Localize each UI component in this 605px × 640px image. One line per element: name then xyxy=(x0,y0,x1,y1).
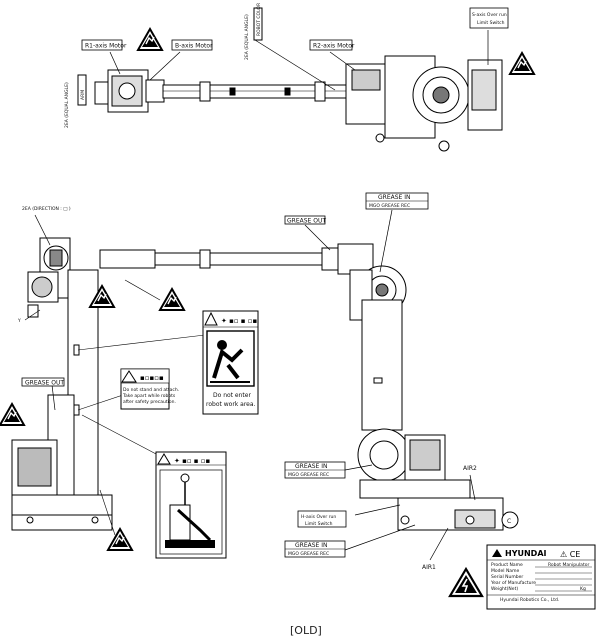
caution-line-3: after safety precaution. xyxy=(123,399,176,405)
grease-out-arm: GREASE OUT xyxy=(287,218,326,225)
nameplate-brand: HYUNDAI xyxy=(505,549,547,558)
caution-line-2: Take apart while robots xyxy=(122,393,176,399)
do-not-enter-sticker: ✦ ▪▫ ▪ ▫▪ Do not enter robot work area. xyxy=(202,310,259,415)
ce-mark: ⚠ CE xyxy=(560,550,580,559)
svg-text:▪▫▪▫▪: ▪▫▪▫▪ xyxy=(140,374,164,382)
angle-label-mid: 2EA (EQUAL ANGLE) xyxy=(244,14,250,60)
nameplate-row-label: Product Name xyxy=(491,562,523,568)
nameplate-product-value: Robot Manipulator xyxy=(548,562,589,568)
circle-c-label: C xyxy=(507,518,511,525)
air2-label: AIR2 xyxy=(463,465,477,472)
robot-pictogram-sticker: ✦ ▪▫ ▪ ▫▪ xyxy=(155,451,227,559)
y-label: Y xyxy=(17,318,21,324)
do-not-enter-line-2: robot work area. xyxy=(206,401,256,408)
s-overrun-label-2: Limit Switch xyxy=(477,20,505,26)
nameplate-row-label: Weight(Net) xyxy=(491,586,518,592)
nameplate-row-label: Year of Manufacture xyxy=(490,580,536,586)
direction-label: 2EA (DIRECTION : □ ) xyxy=(22,206,71,212)
nameplate-row-label: Model Name xyxy=(491,568,519,574)
air1-label: AIR1 xyxy=(422,564,436,571)
caution-sticker: ▪▫▪▫▪ Do not stand and attach. Take apar… xyxy=(120,368,179,410)
nameplate-row-label: Serial Number xyxy=(491,574,523,580)
angle-label-left: 2EA (EQUAL ANGLE) xyxy=(64,82,70,128)
arrow-label-left: ARM xyxy=(80,90,86,100)
grease-in-bot: GREASE IN xyxy=(295,542,327,549)
top-labels: R1-axis Motor B-axis Motor R2-axis Motor… xyxy=(64,3,509,128)
h-overrun-line-2: Limit Switch xyxy=(305,521,333,527)
grease-in-mid: GREASE IN xyxy=(295,463,327,470)
svg-text:✦ ▪▫ ▪ ▫▪: ✦ ▪▫ ▪ ▫▪ xyxy=(174,457,211,465)
side-view xyxy=(11,209,519,561)
caption: [OLD] xyxy=(290,624,322,637)
grease-rec-bot: MGO GREASE REC xyxy=(288,551,329,557)
grease-in-top: GREASE IN xyxy=(378,194,410,201)
nameplate-company: Hyundai Robotics Co., Ltd. xyxy=(500,597,559,603)
h-overrun-line-1: H-axis Over run xyxy=(301,514,336,520)
grease-rec-top: MGO GREASE REC xyxy=(369,203,410,209)
s-overrun-label-1: S-axis Over run xyxy=(472,12,507,18)
top-view xyxy=(77,7,503,152)
grease-labels: GREASE OUT GREASE OUT GREASE IN MGO GREA… xyxy=(21,192,429,558)
r1-motor-label: R1-axis Motor xyxy=(85,43,127,50)
b-motor-label: B-axis Motor xyxy=(175,43,213,50)
grease-out-left: GREASE OUT xyxy=(25,380,64,387)
r2-motor-label: R2-axis Motor xyxy=(313,43,355,50)
do-not-enter-line-1: Do not enter xyxy=(213,392,251,399)
sticker-korean: ✦ ▪▫ ▪ ▫▪ xyxy=(221,317,258,325)
nameplate-weight-unit: Kg xyxy=(580,586,586,592)
arrow-label-mid: ROBOT COLOR xyxy=(256,3,262,36)
caution-line-1: Do not stand and attach. xyxy=(123,387,179,393)
grease-rec-mid: MGO GREASE REC xyxy=(288,472,329,478)
